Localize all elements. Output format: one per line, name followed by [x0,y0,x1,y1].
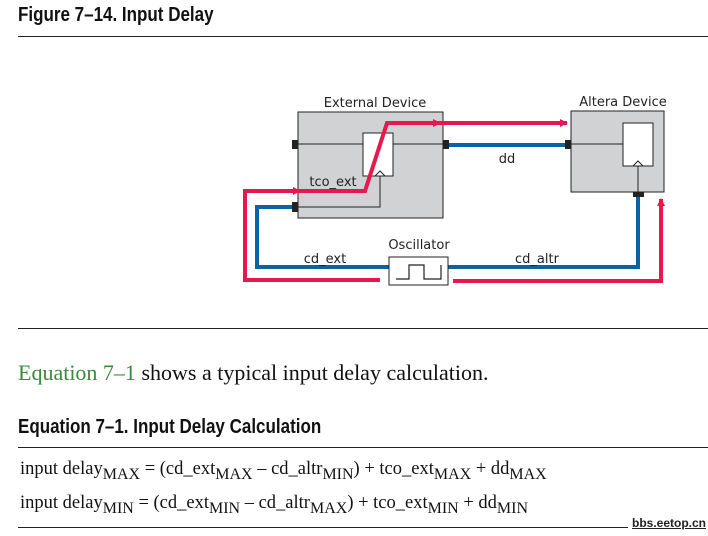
tco-ext-label: tco_ext [309,175,356,190]
altera-device-label: Altera Device [579,95,667,110]
altera-flipflop [622,122,654,167]
clock-wires [255,143,640,269]
figure-title: Figure 7–14. Input Delay [18,4,214,26]
watermark: bbs.eetop.cn [631,516,706,530]
divider [18,527,628,528]
cd-altr-label: cd_altr [515,252,560,267]
divider [18,328,708,329]
equation-max: input delayMAX = (cd_extMAX – cd_altrMIN… [20,459,547,483]
oscillator-label: Oscillator [388,238,450,253]
internal-wires [298,143,639,208]
cd-ext-label: cd_ext [304,252,346,267]
data-path-arrows [243,119,665,283]
paragraph-text: shows a typical input delay calculation. [135,360,489,385]
intro-paragraph: Equation 7–1 shows a typical input delay… [18,360,488,386]
equation-title: Equation 7–1. Input Delay Calculation [18,416,322,438]
equation-min: input delayMIN = (cd_extMIN – cd_altrMAX… [20,493,529,517]
input-delay-diagram: External Device Altera Device dd tco_ext… [243,95,667,286]
ports [292,140,644,212]
external-device-label: External Device [324,96,427,111]
divider [18,447,708,448]
oscillator-box [388,256,449,286]
square-wave-icon [396,264,442,280]
divider [18,36,708,37]
equation-link[interactable]: Equation 7–1 [18,360,136,385]
dd-label: dd [499,152,516,167]
